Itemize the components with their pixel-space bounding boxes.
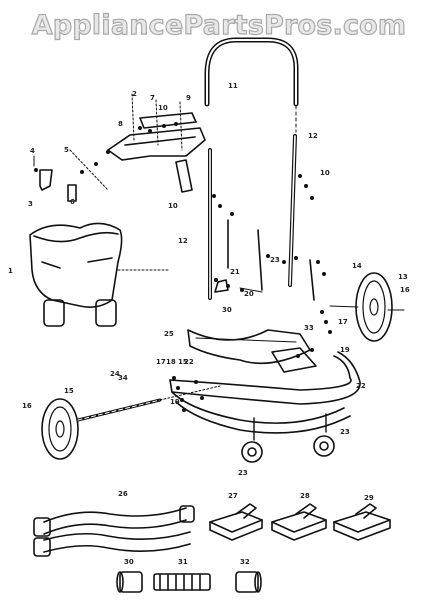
hardware-fasteners [34, 122, 332, 412]
callout-9: 9 [186, 94, 191, 102]
callout-16b: 16 [400, 286, 410, 294]
callout-30a: 30 [124, 558, 134, 566]
callout-18: 18 [166, 358, 176, 366]
callout-23b: 23 [340, 428, 350, 436]
callout-30b: 30 [222, 306, 232, 314]
callout-23a: 23 [238, 469, 248, 477]
right-wheel [355, 272, 393, 342]
callout-27: 27 [228, 492, 238, 500]
callout-23c: 23 [270, 256, 280, 264]
callout-2: 2 [132, 90, 137, 98]
callout-1: 1 [8, 267, 13, 275]
caster-right [313, 413, 335, 457]
floor-tool-28 [271, 503, 327, 541]
callout-19a: 19 [170, 398, 180, 406]
coupling-right [235, 571, 262, 593]
left-wheel [41, 398, 79, 460]
watermark-text: AppliancePartsPros.com [31, 9, 407, 41]
callout-34: 34 [118, 374, 128, 382]
callout-32: 32 [240, 558, 250, 566]
callout-15b: 15 [178, 358, 188, 366]
handle-part [204, 37, 299, 107]
callout-26: 26 [118, 490, 128, 498]
hose-assembly [33, 505, 195, 557]
callout-24: 24 [110, 370, 120, 378]
callout-22a: 22 [356, 382, 366, 390]
callout-33: 33 [304, 324, 314, 332]
callout-20: 20 [244, 290, 254, 298]
base-frame [169, 351, 361, 434]
callout-28: 28 [300, 492, 310, 500]
callout-6: 6 [70, 198, 75, 206]
right-upright-tube [288, 134, 297, 287]
top-bracket [107, 127, 206, 161]
floor-tool-29 [333, 503, 391, 541]
callout-13: 13 [398, 273, 408, 281]
callout-17a: 17 [156, 358, 166, 366]
callout-14: 14 [352, 262, 362, 270]
floor-tool-27 [209, 503, 263, 541]
callout-17b: 17 [338, 318, 348, 326]
axle [76, 385, 221, 422]
cross-bracket [187, 329, 311, 365]
callout-29: 29 [364, 494, 374, 502]
callout-21: 21 [230, 268, 240, 276]
callout-22b: 22 [184, 358, 194, 366]
callout-5: 5 [64, 146, 69, 154]
coupling-middle [153, 573, 211, 591]
callout-25: 25 [164, 330, 174, 338]
callout-3: 3 [28, 200, 33, 208]
callout-11: 11 [228, 82, 238, 90]
callout-10b: 10 [320, 169, 330, 177]
callout-19b: 19 [340, 346, 350, 354]
callout-15a: 15 [64, 387, 74, 395]
callout-31: 31 [178, 558, 188, 566]
clip-part-4 [67, 184, 77, 202]
coupling-left [116, 571, 143, 593]
callout-10c: 10 [168, 202, 178, 210]
callout-10a: 10 [158, 104, 168, 112]
clip-part-3 [39, 169, 53, 191]
callout-16a: 16 [22, 402, 32, 410]
caster-left [241, 417, 263, 463]
tank-body [29, 222, 171, 327]
callout-12b: 12 [178, 237, 188, 245]
callout-12a: 12 [308, 132, 318, 140]
callout-7: 7 [150, 94, 155, 102]
callout-4: 4 [30, 147, 35, 155]
callout-8: 8 [118, 120, 123, 128]
